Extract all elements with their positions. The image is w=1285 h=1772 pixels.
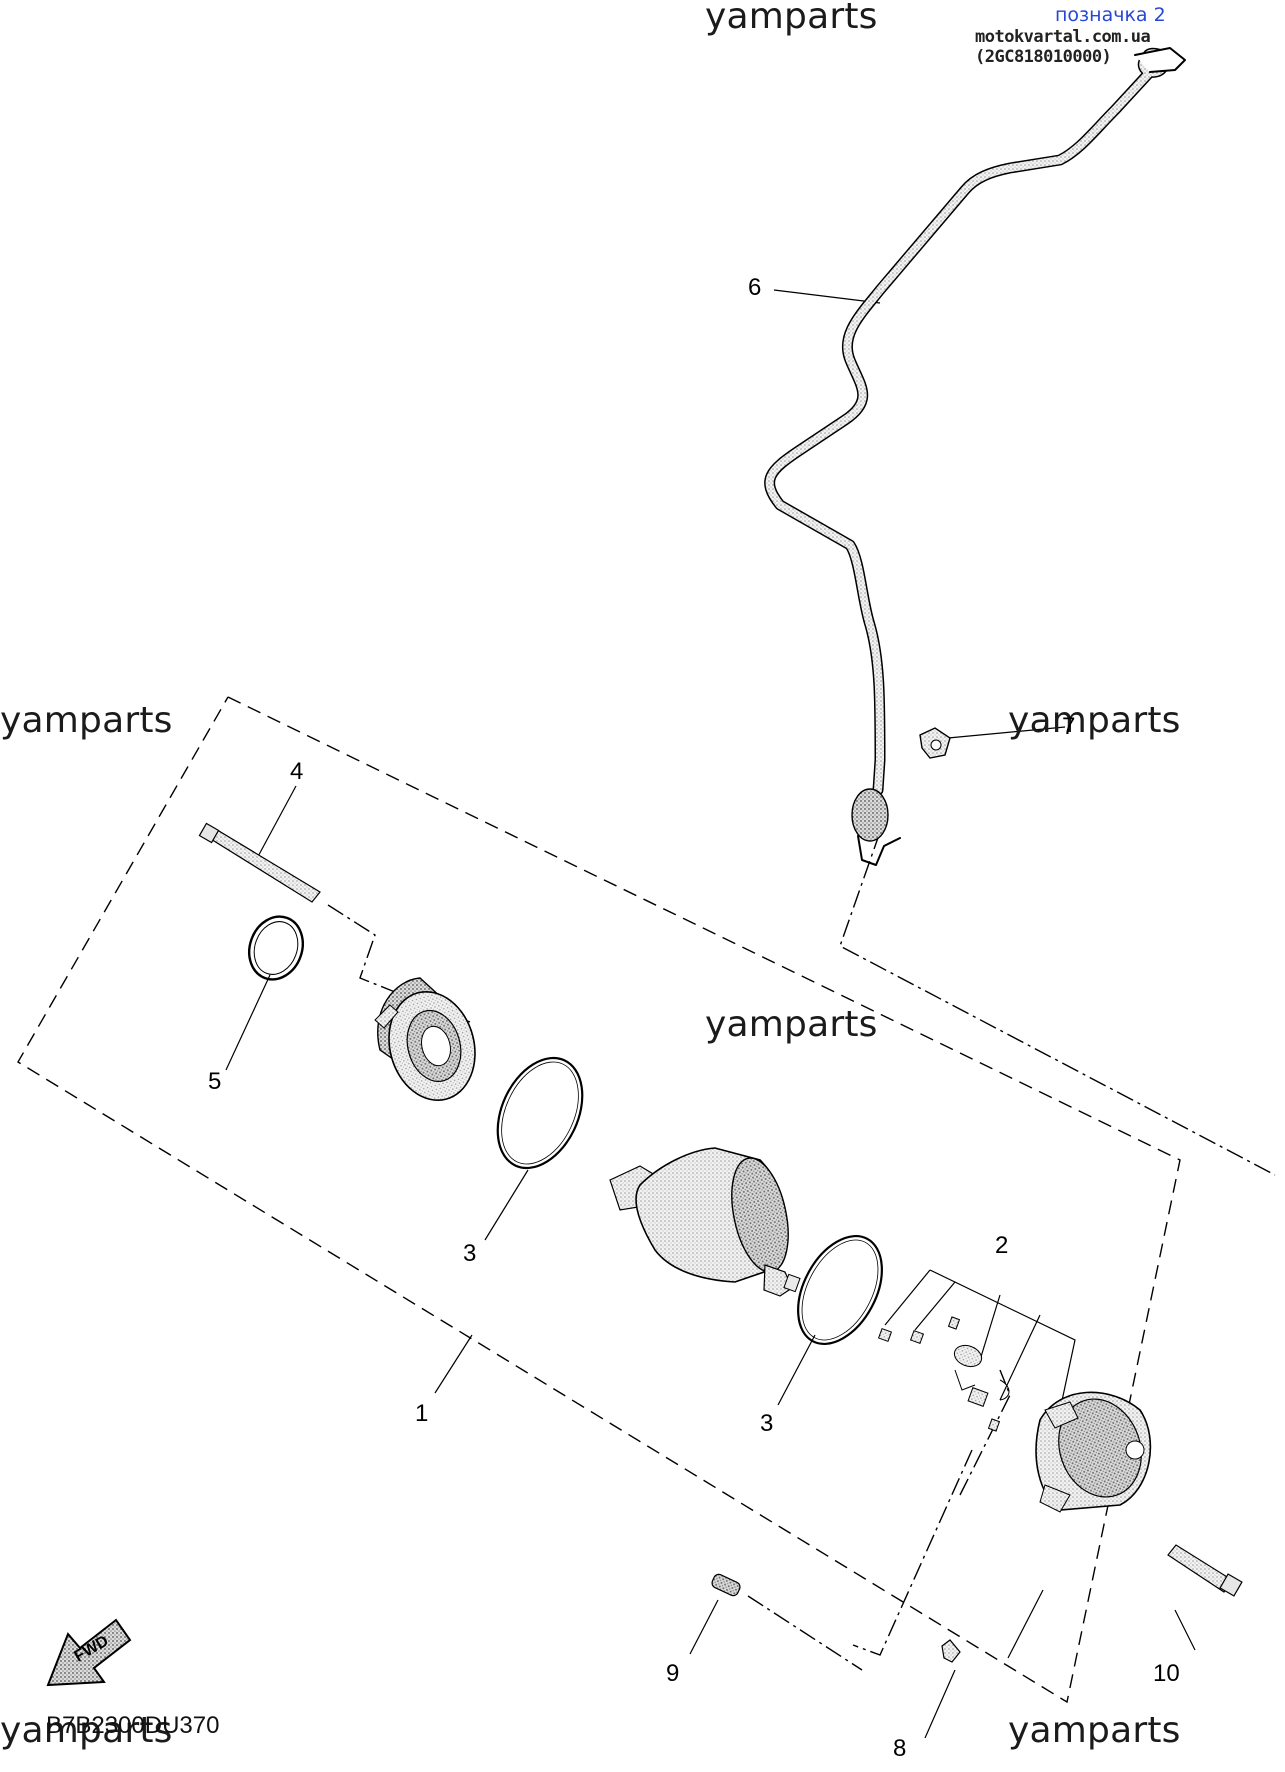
callout-3-upper: 3 <box>463 1240 477 1267</box>
front-cover <box>374 977 476 1102</box>
site-reference: motokvartal.com.ua (2GC818010000) <box>975 27 1151 67</box>
mark-label: позначка 2 <box>1055 4 1166 26</box>
callout-5: 5 <box>208 1068 222 1095</box>
starter-lead-wire <box>764 47 1186 866</box>
callout-6: 6 <box>748 274 762 301</box>
callout-3-lower: 3 <box>760 1410 774 1437</box>
callout-7: 7 <box>1062 713 1076 740</box>
forward-arrow-icon: FWD <box>46 1618 132 1687</box>
brush-set <box>877 1316 1010 1432</box>
watermark: yamparts <box>705 1004 878 1045</box>
small-o-ring <box>248 915 304 981</box>
watermark: yamparts <box>0 700 173 741</box>
through-bolt <box>198 822 321 903</box>
wire-clamp <box>919 727 951 759</box>
watermark: yamparts <box>705 0 878 37</box>
watermark: yamparts <box>1008 700 1181 741</box>
assembly-outline <box>17 696 1181 1704</box>
watermark: yamparts <box>1008 1710 1181 1751</box>
mounting-bolt <box>1167 1544 1243 1597</box>
callout-4: 4 <box>290 758 304 785</box>
dowel-pin <box>711 1573 741 1597</box>
rear-cover <box>1035 1391 1152 1513</box>
watermark: yamparts <box>0 1710 173 1751</box>
callout-10: 10 <box>1153 1660 1180 1687</box>
small-screw <box>941 1639 961 1663</box>
large-o-ring-upper <box>496 1056 584 1170</box>
large-o-ring-lower <box>797 1234 883 1346</box>
callout-1: 1 <box>415 1400 429 1427</box>
starter-motor-yoke <box>609 1147 801 1297</box>
callout-2: 2 <box>995 1232 1009 1259</box>
callout-8: 8 <box>893 1735 907 1762</box>
diagram-code: B7B2300DU370 <box>46 1712 220 1739</box>
callout-9: 9 <box>666 1660 680 1687</box>
callout-leaders <box>225 289 1196 1739</box>
